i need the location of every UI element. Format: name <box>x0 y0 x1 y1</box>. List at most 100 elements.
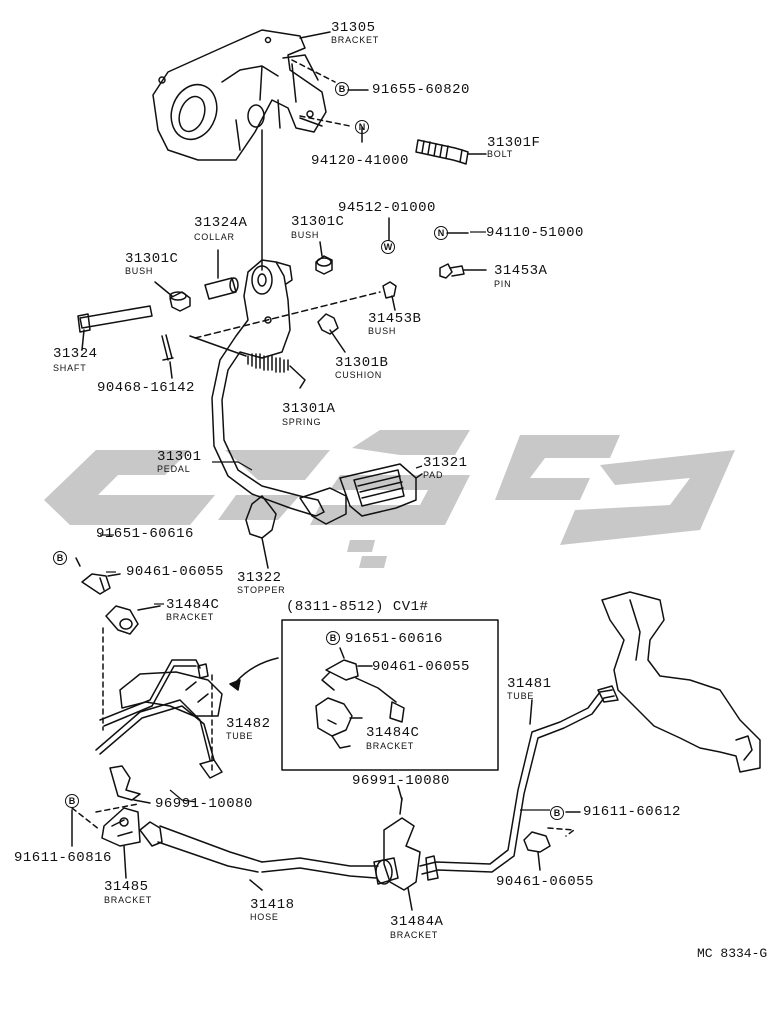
label-31485-number: 31485 <box>104 879 149 895</box>
symbol-n-94110: N <box>434 226 448 240</box>
inset-arrow <box>235 657 279 683</box>
hose-31418-drawing <box>139 821 379 891</box>
symbol-b-91651-left: B <box>53 551 67 565</box>
label-31301b-name: CUSHION <box>335 370 383 380</box>
label-31322-number: 31322 <box>237 570 282 586</box>
label-31305-number: 31305 <box>331 20 376 36</box>
label-94512-number: 94512-01000 <box>338 200 436 216</box>
label-31301c-left-number: 31301C <box>125 251 179 267</box>
bush-31301c-left-drawing <box>154 281 191 312</box>
leader-shaft-axis <box>194 291 381 339</box>
bolt-31301f-drawing <box>415 139 487 165</box>
label-31301f-number: 31301F <box>487 135 541 151</box>
label-94110-number: 94110-51000 <box>486 225 584 241</box>
symbol-b-91611-left: B <box>65 794 79 808</box>
label-31484c-inset-name: BRACKET <box>366 741 415 751</box>
label-96991-right-number: 96991-10080 <box>352 773 450 789</box>
leader-tube-31482 <box>102 627 213 771</box>
label-96991-left-number: 96991-10080 <box>155 796 253 812</box>
leader-90468 <box>169 361 173 379</box>
label-31301c-left-name: BUSH <box>125 266 154 276</box>
label-31484c-name: BRACKET <box>166 612 215 622</box>
label-31484c-inset-number: 31484C <box>366 725 420 741</box>
label-94120-number: 94120-41000 <box>311 153 409 169</box>
label-90461-right-number: 90461-06055 <box>496 874 594 890</box>
watermark-logo <box>44 430 735 568</box>
label-31322-name: STOPPER <box>237 585 286 595</box>
bush-31301c-right-drawing <box>315 241 333 275</box>
bracket-31305-drawing <box>152 29 327 161</box>
label-31301c-right-number: 31301C <box>291 214 345 230</box>
pin-31453a-drawing <box>439 263 487 279</box>
label-31321-number: 31321 <box>423 455 468 471</box>
label-31301b-number: 31301B <box>335 355 389 371</box>
bracket-31484a-drawing <box>373 797 421 911</box>
label-31324a-name: COLLAR <box>194 232 235 242</box>
leader-31305 <box>299 31 331 39</box>
label-31484a-number: 31484A <box>390 914 444 930</box>
label-90468-number: 90468-16142 <box>97 380 195 396</box>
bracket-31485-drawing <box>101 807 141 879</box>
symbol-b-91651-inset: B <box>326 631 340 645</box>
label-31324-number: 31324 <box>53 346 98 362</box>
label-31453b-number: 31453B <box>368 311 422 327</box>
drawing-code: MC 8334-G <box>697 946 768 961</box>
label-31482-number: 31482 <box>226 716 271 732</box>
symbol-b-91611-right: B <box>550 806 564 820</box>
inset-parts-drawing <box>315 647 405 749</box>
symbol-n-94120: N <box>355 120 369 134</box>
label-31453a-number: 31453A <box>494 263 548 279</box>
leader-31485 <box>71 803 139 831</box>
label-91651-inset-number: 91651-60616 <box>345 631 443 647</box>
label-90461-left-number: 90461-06055 <box>126 564 224 580</box>
bracket-90461-right-drawing <box>523 831 551 871</box>
clip-90468-drawing <box>161 334 174 361</box>
label-31484c-number: 31484C <box>166 597 220 613</box>
symbol-b-91655: B <box>335 82 349 96</box>
label-31324-name: SHAFT <box>53 363 87 373</box>
label-31484a-name: BRACKET <box>390 930 439 940</box>
pad-31321-drawing <box>299 463 423 525</box>
leader-91651-left <box>75 557 81 567</box>
clamp-96991-left-drawing <box>109 765 151 804</box>
label-31301-name: PEDAL <box>157 464 191 474</box>
label-31453b-name: BUSH <box>368 326 397 336</box>
collar-31324a-drawing <box>204 249 239 300</box>
tube-31482-drawing <box>95 659 223 779</box>
spring-31301a-drawing <box>189 335 306 389</box>
label-31301a-name: SPRING <box>282 417 322 427</box>
cushion-31301b-drawing <box>317 313 346 353</box>
bracket-90461-left-drawing <box>81 573 121 595</box>
label-leaders <box>100 231 550 811</box>
leader-96991-right <box>397 785 403 801</box>
shaft-31324-drawing <box>77 305 153 351</box>
pedal-31301-drawing <box>211 259 325 517</box>
inset-title: (8311-8512) CV1# <box>286 599 429 615</box>
label-31301c-right-name: BUSH <box>291 230 320 240</box>
label-31301f-name: BOLT <box>487 149 514 159</box>
leader-91611-right <box>547 827 575 837</box>
label-91651-left-number: 91651-60616 <box>96 526 194 542</box>
label-31301a-number: 31301A <box>282 401 336 417</box>
label-31453a-name: PIN <box>494 279 512 289</box>
leader-bracket-fasteners <box>347 89 369 143</box>
bracket-31484c-left-drawing <box>105 605 161 635</box>
leader-bracket <box>291 59 351 127</box>
label-31481-number: 31481 <box>507 676 552 692</box>
label-31418-number: 31418 <box>250 897 295 913</box>
label-31485-name: BRACKET <box>104 895 153 905</box>
stopper-31322-drawing <box>245 495 277 569</box>
label-91611-left-number: 91611-60816 <box>14 850 112 866</box>
label-91611-right-number: 91611-60612 <box>583 804 681 820</box>
label-31305-name: BRACKET <box>331 35 380 45</box>
label-31482-name: TUBE <box>226 731 254 741</box>
tube-31481-drawing <box>419 685 619 881</box>
label-31324a-number: 31324A <box>194 215 248 231</box>
symbol-w-94512: W <box>381 240 395 254</box>
label-31481-name: TUBE <box>507 691 535 701</box>
bush-31453b-drawing <box>382 281 397 311</box>
inset-frame <box>281 619 499 771</box>
master-cylinder-drawing <box>601 591 761 773</box>
inset-arrow-head <box>229 679 241 691</box>
